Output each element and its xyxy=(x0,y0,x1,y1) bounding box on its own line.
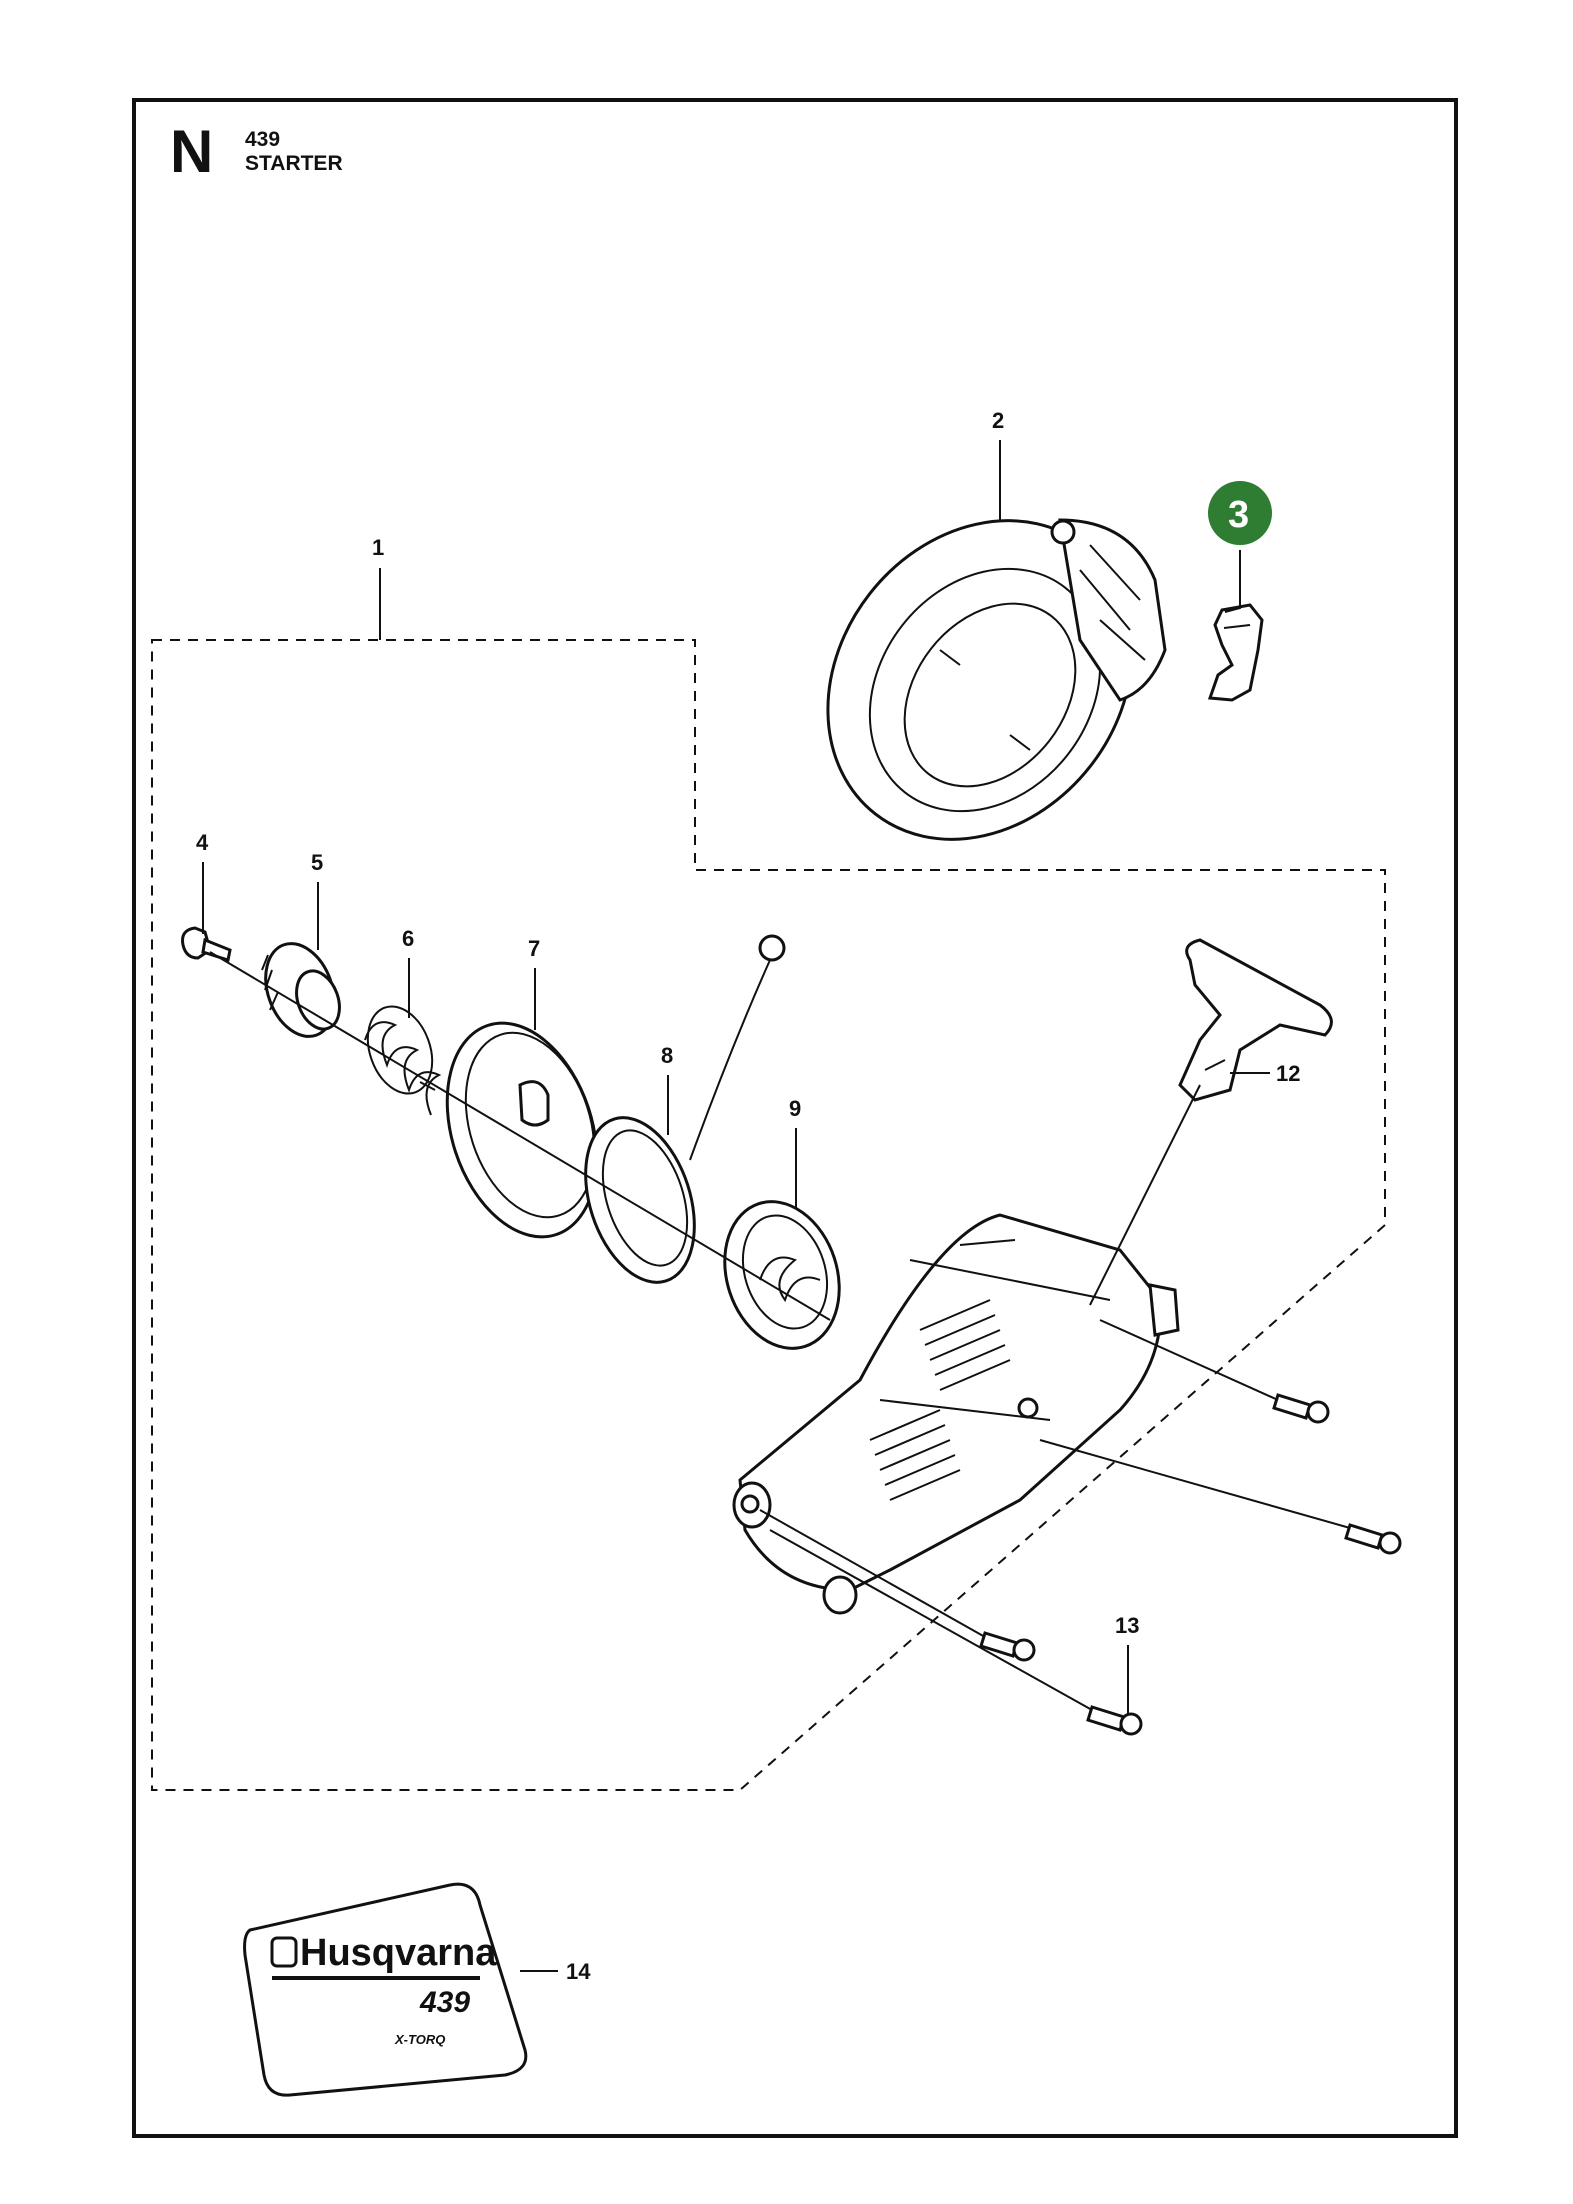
page-frame xyxy=(132,98,1458,2138)
callout-14: 14 xyxy=(566,1959,591,1984)
screw-d xyxy=(1086,1705,1143,1736)
starter-housing[interactable] xyxy=(732,1213,1180,1615)
part-2-cover[interactable] xyxy=(765,460,1195,900)
callout-4: 4 xyxy=(196,830,209,855)
callout-12: 12 xyxy=(1276,1061,1300,1086)
part-6-spring[interactable] xyxy=(356,997,443,1116)
part-8-rope[interactable] xyxy=(566,934,786,1296)
callout-7: 7 xyxy=(528,936,540,961)
screw-a xyxy=(1272,1393,1330,1424)
screw-c xyxy=(979,1631,1036,1662)
callout-3-highlight xyxy=(1208,481,1272,545)
callout-9: 9 xyxy=(789,1096,801,1121)
decal-brand: Husqvarna xyxy=(300,1932,497,1974)
part-3-latch[interactable] xyxy=(1207,603,1264,702)
assembly-boundary xyxy=(151,639,1386,1791)
part-9-spring-cassette[interactable] xyxy=(707,1187,858,1364)
callout-1: 1 xyxy=(372,535,384,560)
part-14-decal[interactable]: Husqvarna 439 X-TORQ xyxy=(243,1882,528,2097)
callout-3: 3 xyxy=(1228,494,1249,536)
leader-lines xyxy=(202,440,1270,1972)
decal-model: 439 xyxy=(419,1986,470,2019)
husqvarna-logo-icon xyxy=(270,1936,298,1968)
section-title: STARTER xyxy=(245,152,343,175)
callout-2: 2 xyxy=(992,408,1004,433)
callout-13: 13 xyxy=(1115,1613,1139,1638)
part-13-screws[interactable] xyxy=(979,1393,1402,1736)
callout-6: 6 xyxy=(402,926,414,951)
part-12-handle[interactable] xyxy=(1089,938,1333,1306)
housing-vent-slots xyxy=(869,1299,1011,1501)
assembly-axis-lines xyxy=(209,951,1351,1711)
section-letter: N xyxy=(170,118,214,185)
part-5-hub[interactable] xyxy=(254,934,348,1046)
decal-sub: X-TORQ xyxy=(394,2032,445,2047)
part-7-pulley[interactable] xyxy=(421,1004,622,1256)
screw-b xyxy=(1344,1523,1402,1555)
callout-5: 5 xyxy=(311,850,323,875)
part-4-screw[interactable] xyxy=(181,926,232,962)
model-number: 439 xyxy=(245,128,281,151)
callout-8: 8 xyxy=(661,1043,673,1068)
